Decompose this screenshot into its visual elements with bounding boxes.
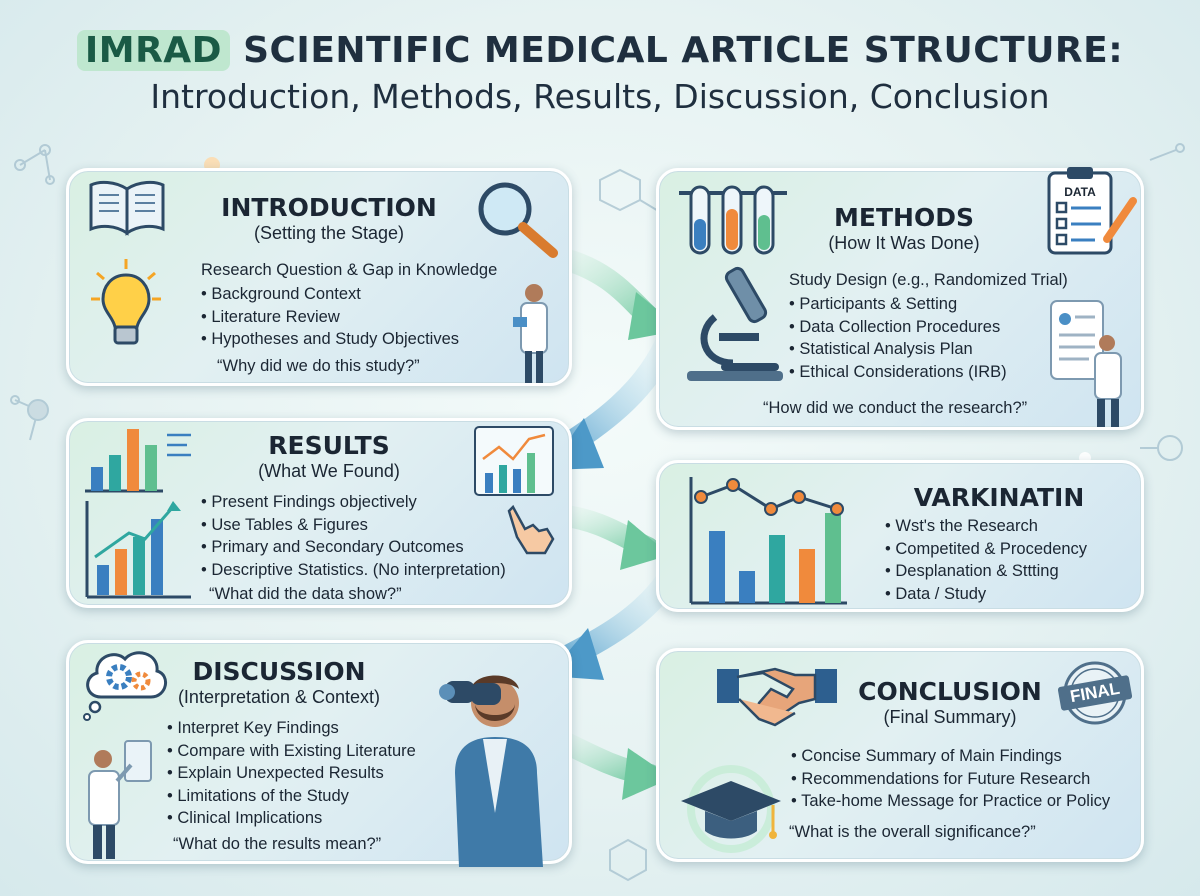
methods-subheading: (How It Was Done) [828,233,980,253]
list-item: Data Collection Procedures [789,316,1007,339]
introduction-panel: INTRODUCTION (Setting the Stage) Researc… [66,168,572,386]
results-quote: “What did the data show?” [209,585,402,603]
clipboard-label: DATA [1064,185,1096,199]
trend-chart-icon [85,501,191,599]
conclusion-list: Concise Summary of Main Findings Recomme… [791,745,1110,813]
list-item: Participants & Setting [789,293,1007,316]
title-highlight: IMRAD [76,30,231,71]
title-line-2: Introduction, Methods, Results, Discussi… [150,77,1050,116]
list-item: Background Context [201,283,459,306]
list-item: Statistical Analysis Plan [789,338,1007,361]
discussion-list: Interpret Key Findings Compare with Exis… [167,717,416,830]
title-line-1-rest: SCIENTIFIC MEDICAL ARTICLE STRUCTURE: [230,30,1124,71]
conclusion-subheading: (Final Summary) [883,707,1017,727]
line-chart-icon [474,426,554,496]
list-item: Use Tables & Figures [201,514,506,537]
varkinatin-panel: VARKINATIN Wst's the Research Competited… [656,460,1144,612]
list-item: Present Findings objectively [201,491,506,514]
open-book-icon [89,180,165,236]
discussion-subheading: (Interpretation & Context) [177,687,381,707]
handshake-icon [717,667,837,727]
test-tubes-icon [679,185,787,255]
bar-chart-icon [85,429,191,493]
lightbulb-icon [91,259,161,345]
list-item: Data / Study [885,583,1087,606]
results-list: Present Findings objectively Use Tables … [201,491,506,582]
conclusion-heading: CONCLUSION [858,677,1042,706]
varkinatin-heading: VARKINATIN [913,483,1085,512]
results-heading: RESULTS [268,431,390,460]
results-subheading: (What We Found) [258,461,400,481]
list-item: Explain Unexpected Results [167,762,416,785]
page-title: IMRAD SCIENTIFIC MEDICAL ARTICLE STRUCTU… [0,30,1200,116]
results-panel: RESULTS (What We Found) Present Findings… [66,418,572,608]
magnifier-icon [478,182,558,258]
methods-lead: Study Design (e.g., Randomized Trial) [789,271,1068,289]
list-item: Descriptive Statistics. (No interpretati… [201,559,505,582]
methods-panel: DATA METHODS (How It Was Done) Study Des… [656,167,1144,430]
list-item: Literature Review [201,306,459,329]
list-item: Primary and Secondary Outcomes [201,536,506,559]
researcher-clipboard-icon [1050,300,1122,427]
discussion-heading: DISCUSSION [192,657,366,686]
list-item: Desplanation & Sttting [885,560,1087,583]
list-item: Ethical Considerations (IRB) [789,361,1006,384]
methods-list: Participants & Setting Data Collection P… [789,293,1007,384]
thought-gears-icon [83,651,167,721]
clipboard-icon [1047,167,1137,255]
varkinatin-list: Wst's the Research Competited & Proceden… [885,515,1087,605]
introduction-quote: “Why did we do this study?” [217,357,420,375]
introduction-lead: Research Question & Gap in Knowledge [201,261,498,279]
discussion-quote: “What do the results mean?” [173,835,382,853]
list-item: Compare with Existing Literature [167,740,415,763]
conclusion-quote: “What is the overall significance?” [789,823,1036,841]
final-stamp-icon [1057,661,1133,725]
list-item: Concise Summary of Main Findings [791,745,1110,768]
list-item: Take-home Message for Practice or Policy [791,790,1110,813]
introduction-subheading: (Setting the Stage) [253,223,405,243]
methods-quote: “How did we conduct the research?” [763,399,1028,417]
title-line-1: IMRAD SCIENTIFIC MEDICAL ARTICLE STRUCTU… [0,30,1200,71]
graduation-cap-icon [681,765,781,853]
binoculars-researcher-icon [439,675,543,867]
list-item: Competited & Procedency [885,538,1087,561]
list-item: Limitations of the Study [167,785,416,808]
conclusion-panel: FINAL CONCLUSION (Final Summary) Concise… [656,648,1144,862]
list-item: Wst's the Research [885,515,1087,538]
list-item: Clinical Implications [167,807,416,830]
introduction-heading: INTRODUCTION [221,193,437,222]
researcher-tablet-icon [513,284,548,383]
list-item: Recommendations for Future Research [791,768,1110,791]
methods-heading: METHODS [834,203,974,232]
pointing-hand-icon [507,504,555,555]
combo-chart-icon [689,477,847,605]
introduction-list: Background Context Literature Review Hyp… [201,283,459,351]
discussion-panel: DISCUSSION (Interpretation & Context) In… [66,640,572,867]
list-item: Interpret Key Findings [167,717,416,740]
list-item: Hypotheses and Study Objectives [201,328,459,351]
microscope-icon [687,266,783,381]
scientist-whiteboard-icon [88,740,152,859]
